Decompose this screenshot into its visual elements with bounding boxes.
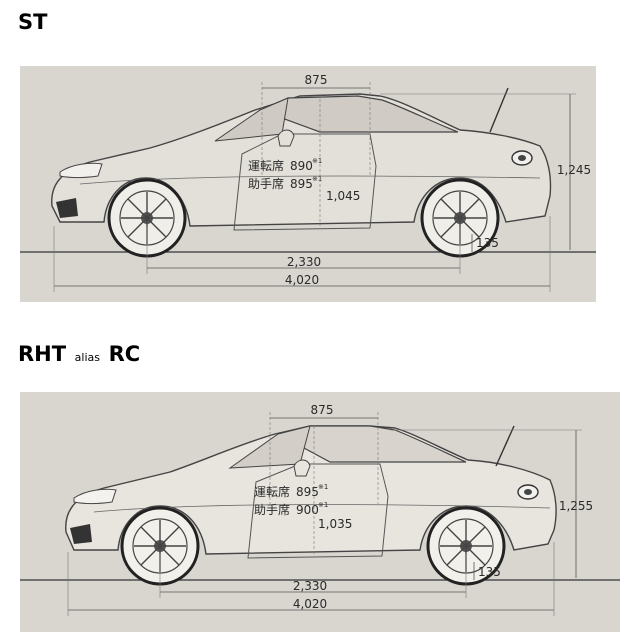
st-passenger-label: 助手席 [248,176,284,191]
rht-wheelbase: 2,330 [293,579,327,593]
title-alias: alias [74,351,100,364]
title-rc: RC [108,342,141,366]
st-passenger-note: ※1 [312,175,322,183]
rht-dim-height: 1,255 [559,499,593,513]
rht-passenger-value: 900 [296,503,319,517]
st-passenger-value: 895 [290,177,313,191]
st-clearance: 135 [476,236,499,250]
st-driver-value: 890 [290,159,313,173]
section-title-rht: RHT alias RC [18,342,140,366]
st-length: 4,020 [285,273,319,287]
rht-driver-label: 運転席 [254,484,290,499]
rht-passenger-label: 助手席 [254,502,290,517]
st-seat-height: 1,045 [326,189,360,203]
rht-seat-height: 1,035 [318,517,352,531]
st-driver-note: ※1 [312,157,322,165]
title-st: ST [18,10,48,34]
rht-driver-note: ※1 [318,483,328,491]
st-driver-label: 運転席 [248,158,284,173]
rht-clearance: 135 [478,565,501,579]
rht-passenger-note: ※1 [318,501,328,509]
rht-driver-value: 895 [296,485,319,499]
rht-car-drawing: 875 1,255 運転席 895 ※1 助手席 900 ※1 1,035 13… [20,403,620,616]
section-title-st: ST [18,10,47,34]
st-diagram-panel: 875 1,245 運転席 890 ※1 助手席 895 ※1 1,045 13… [20,66,596,302]
rht-length: 4,020 [293,597,327,611]
st-dim-top: 875 [305,73,328,87]
st-wheelbase: 2,330 [287,255,321,269]
st-dim-height: 1,245 [557,163,591,177]
rht-diagram-panel: 875 1,255 運転席 895 ※1 助手席 900 ※1 1,035 13… [20,392,620,632]
st-car-drawing: 875 1,245 運転席 890 ※1 助手席 895 ※1 1,045 13… [20,73,596,292]
title-rht: RHT [18,342,67,366]
rht-dim-top: 875 [311,403,334,417]
